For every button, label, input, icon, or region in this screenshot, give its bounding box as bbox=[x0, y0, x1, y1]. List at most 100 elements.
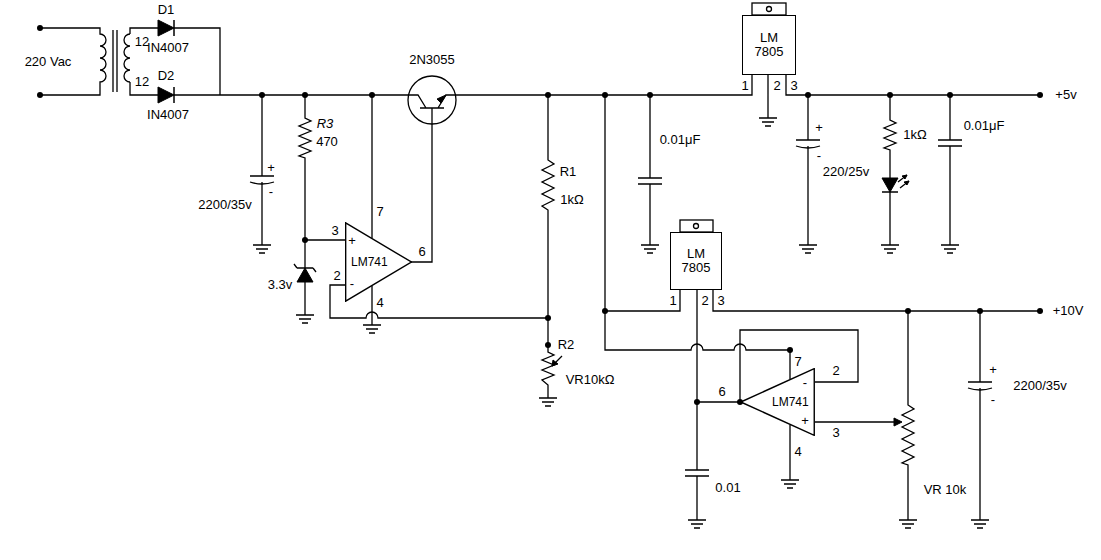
wires bbox=[113, 30, 117, 92]
circuit-label: 1kΩ bbox=[560, 193, 583, 207]
circuit-label: + bbox=[348, 234, 356, 248]
circuit-label: R1 bbox=[560, 165, 577, 179]
circuit-label: 2200/35v bbox=[1013, 379, 1067, 393]
wires bbox=[938, 95, 962, 245]
wires bbox=[796, 146, 820, 148]
circuit-label: D2 bbox=[158, 69, 175, 83]
wires bbox=[250, 95, 274, 245]
circuit-label: 1 bbox=[741, 79, 748, 93]
symbol-fills bbox=[904, 181, 909, 185]
circuit-label: 7 bbox=[376, 205, 383, 219]
circuit-label: 3 bbox=[717, 294, 724, 308]
circuit-label: 470 bbox=[316, 135, 338, 149]
circuit-label: - bbox=[803, 376, 807, 390]
circuit-label: + bbox=[267, 161, 275, 175]
wires bbox=[174, 28, 406, 95]
junction-dots bbox=[905, 308, 911, 314]
symbol-fills bbox=[894, 418, 902, 426]
wires bbox=[694, 224, 699, 229]
circuit-label: 7 bbox=[794, 355, 801, 369]
regulator-box: LM 7805 bbox=[742, 15, 796, 75]
ground-symbols bbox=[881, 245, 899, 253]
wires bbox=[305, 239, 345, 240]
circuit-label: R3 bbox=[317, 117, 334, 131]
wire-connector bbox=[605, 75, 752, 311]
ground-symbols bbox=[296, 315, 314, 323]
wires bbox=[902, 311, 914, 520]
circuit-label: 6 bbox=[718, 385, 725, 399]
wires bbox=[685, 402, 709, 520]
circuit-label: 3 bbox=[790, 79, 797, 93]
ground-symbols bbox=[759, 118, 777, 126]
ground-symbols bbox=[539, 398, 557, 406]
junction-dots bbox=[37, 25, 1043, 405]
wires bbox=[124, 34, 130, 82]
junction-dots bbox=[545, 92, 551, 98]
symbol-fills bbox=[882, 178, 898, 192]
junction-dots bbox=[787, 347, 793, 353]
circuit-label: 6 bbox=[418, 245, 425, 259]
circuit-label: 2 bbox=[773, 79, 780, 93]
wires bbox=[680, 220, 713, 232]
junction-dots bbox=[947, 92, 953, 98]
part-name: LM 7805 bbox=[746, 31, 792, 59]
circuit-label: 0.01μF bbox=[964, 119, 1005, 133]
wire-connector bbox=[697, 290, 740, 402]
symbol-fills bbox=[902, 175, 907, 179]
wires bbox=[882, 95, 898, 245]
ground-symbols bbox=[641, 245, 659, 253]
circuit-label: VR10kΩ bbox=[566, 373, 615, 387]
symbol-fills bbox=[173, 87, 175, 103]
ground-symbols bbox=[253, 245, 271, 253]
regulator-box: LM 7805 bbox=[670, 232, 722, 290]
circuit-label: 3 bbox=[331, 224, 338, 238]
wires bbox=[542, 95, 554, 398]
circuit-label: 12 bbox=[135, 75, 149, 89]
part-name: LM 7805 bbox=[674, 247, 718, 275]
wires bbox=[968, 388, 992, 390]
circuit-label: + bbox=[801, 414, 809, 428]
circuit-label: - bbox=[817, 149, 821, 163]
circuit-label: 4 bbox=[376, 296, 383, 310]
wires bbox=[250, 182, 274, 184]
opamp-outline bbox=[741, 369, 815, 436]
wires bbox=[406, 95, 460, 124]
junction-dots bbox=[545, 315, 551, 321]
circuit-label: R2 bbox=[558, 338, 575, 352]
ground-symbols bbox=[899, 520, 917, 528]
symbol-fills bbox=[173, 20, 175, 36]
wires bbox=[898, 175, 909, 188]
circuit-label: IN4007 bbox=[147, 41, 189, 55]
circuit-label: 2N3055 bbox=[409, 53, 455, 67]
circuit-label: 0.01 bbox=[715, 481, 740, 495]
circuit-label: 0.01μF bbox=[660, 133, 701, 147]
circuit-label: 2 bbox=[832, 364, 839, 378]
wires bbox=[638, 95, 662, 245]
junction-dots bbox=[302, 92, 308, 98]
circuit-label: D1 bbox=[158, 3, 175, 17]
ground-symbols bbox=[799, 245, 817, 253]
ground-symbols bbox=[971, 520, 989, 528]
wires bbox=[968, 311, 992, 520]
ground-symbols bbox=[688, 520, 706, 528]
junction-dots bbox=[545, 342, 551, 348]
circuit-label: 220 Vac bbox=[25, 55, 72, 69]
circuit-label: 220/25v bbox=[823, 165, 869, 179]
circuit-label: - bbox=[991, 393, 995, 407]
circuit-label: IN4007 bbox=[147, 108, 189, 122]
wires bbox=[713, 290, 1040, 311]
wires bbox=[752, 3, 786, 15]
junction-dots bbox=[259, 92, 265, 98]
circuit-label: 2 bbox=[333, 269, 340, 283]
wires bbox=[371, 95, 372, 325]
circuit-label: VR 10k bbox=[924, 483, 967, 497]
opamp-outline bbox=[346, 223, 412, 301]
ground-symbols bbox=[363, 325, 381, 333]
circuit-label: 3.3v bbox=[268, 278, 293, 292]
circuit-label: - bbox=[350, 277, 354, 291]
wires bbox=[410, 124, 432, 262]
wires bbox=[460, 94, 605, 95]
